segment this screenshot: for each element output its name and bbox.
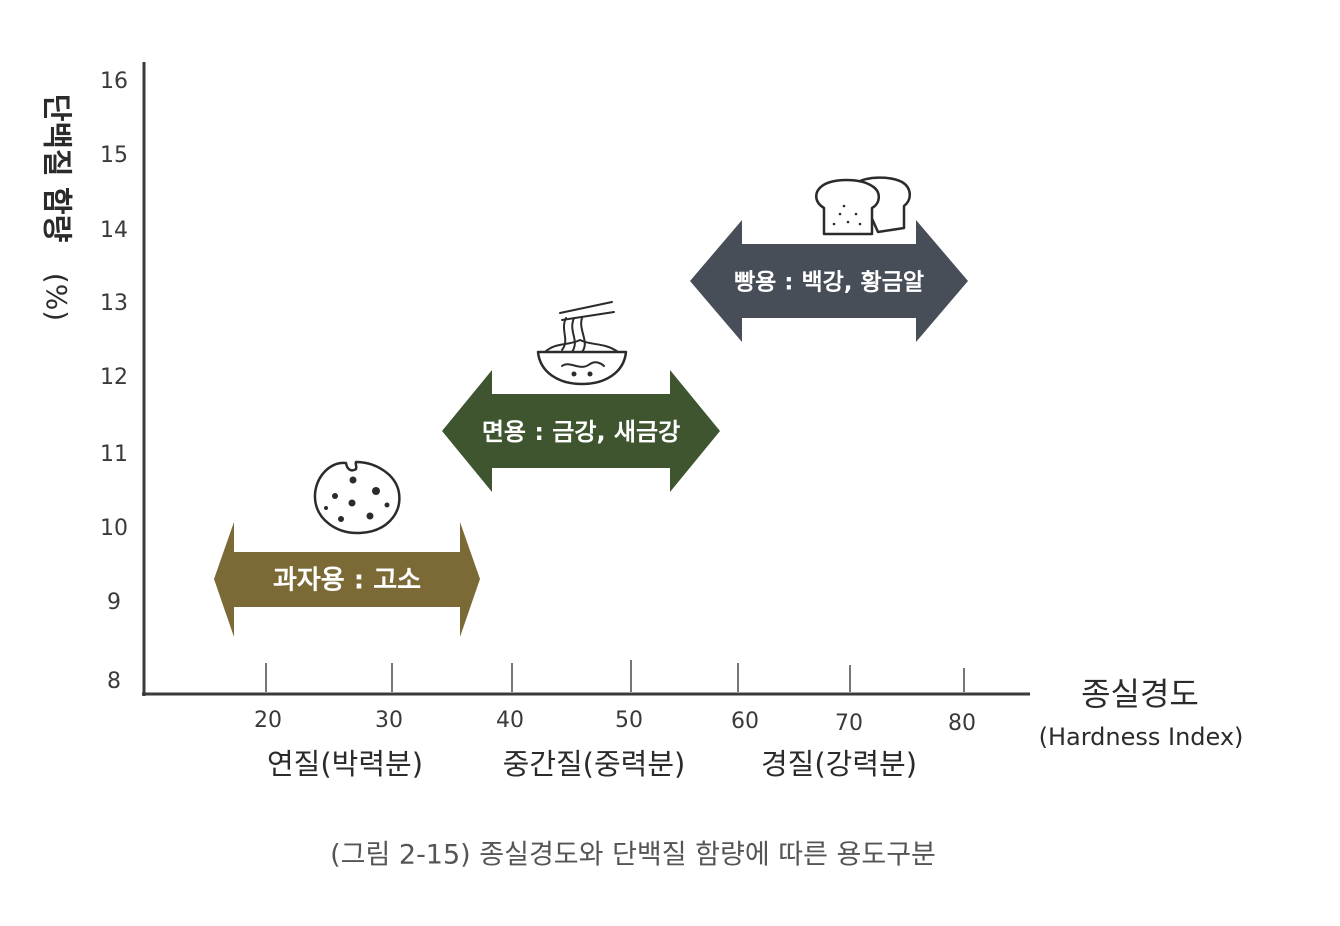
- y-tick-label: 11: [100, 442, 128, 467]
- cookie-icon: [313, 460, 401, 535]
- y-tick-label: 8: [107, 669, 121, 694]
- arrow-label-noodle: 면용 : 금강, 새금강: [482, 418, 680, 446]
- y-tick-label: 10: [100, 516, 128, 541]
- x-tick-label: 70: [835, 711, 863, 736]
- noodle-bowl-icon: [536, 301, 628, 386]
- category-label-medium: 중간질(중력분): [503, 747, 686, 781]
- category-label-hard: 경질(강력분): [761, 747, 917, 781]
- arrow-label-bread: 빵용 : 백강, 황금알: [734, 270, 924, 296]
- x-tick-label: 60: [731, 709, 759, 734]
- y-tick-label: 13: [100, 291, 128, 316]
- y-axis-title: 단백질 함량: [39, 94, 74, 243]
- x-tick-label: 50: [615, 708, 643, 733]
- y-tick-label: 16: [100, 69, 128, 94]
- arrow-label-cookie: 과자용 : 고소: [273, 566, 421, 596]
- figure-caption: (그림 2-15) 종실경도와 단백질 함량에 따른 용도구분: [330, 840, 936, 871]
- category-label-soft: 연질(박력분): [267, 747, 423, 781]
- x-tick-label: 40: [496, 708, 524, 733]
- x-tick-label: 80: [948, 711, 976, 736]
- x-tick-label: 30: [375, 708, 403, 733]
- bread-icon: [815, 176, 911, 236]
- x-axis-title: 종실경도: [1081, 675, 1199, 713]
- y-tick-label: 15: [100, 143, 128, 168]
- usage-arrow-cookie: [214, 522, 480, 637]
- usage-arrow-bread: [690, 220, 968, 342]
- x-tick-label: 20: [254, 708, 282, 733]
- y-tick-label: 14: [100, 218, 128, 243]
- usage-arrow-noodle: [442, 370, 720, 492]
- y-tick-label: 9: [107, 590, 121, 615]
- y-axis-unit: (%): [40, 273, 73, 321]
- x-axis-subtitle: (Hardness Index): [1039, 723, 1244, 751]
- y-tick-label: 12: [100, 365, 128, 390]
